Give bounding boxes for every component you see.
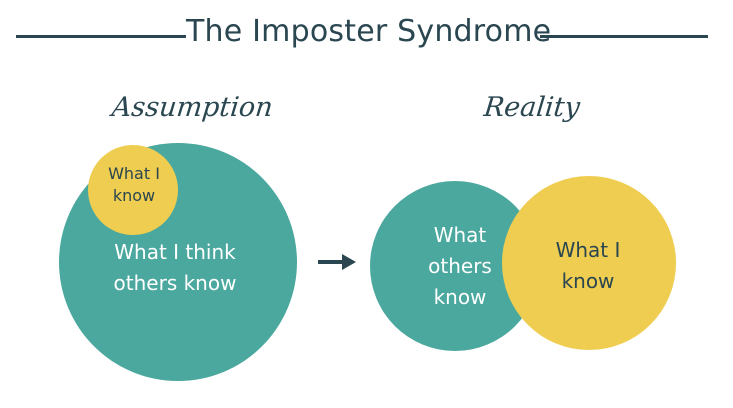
assumption-self-circle	[88, 145, 178, 235]
reality-label: Reality	[482, 92, 582, 123]
reality-others-line1: What	[433, 223, 487, 247]
assumption-self-line2: know	[112, 186, 156, 205]
title-rule-left	[16, 35, 186, 38]
title-row: The Imposter Syndrome	[0, 10, 733, 60]
assumption-others-text: What I think others know	[100, 237, 250, 299]
reality-others-text: What others know	[405, 220, 515, 313]
assumption-self-line1: What I	[108, 164, 160, 183]
title-rule-right	[540, 35, 708, 38]
assumption-label: Assumption	[110, 92, 275, 123]
assumption-others-line2: others know	[113, 271, 237, 295]
assumption-others-line1: What I think	[114, 240, 236, 264]
reality-others-line2: others	[428, 254, 492, 278]
right-arrow-icon	[318, 254, 356, 270]
reality-self-circle	[502, 176, 676, 350]
reality-self-text: What I know	[525, 235, 651, 297]
diagram-title: The Imposter Syndrome	[186, 14, 552, 49]
reality-self-line1: What I	[555, 238, 621, 262]
assumption-self-text: What I know	[92, 163, 176, 207]
reality-self-line2: know	[561, 269, 615, 293]
reality-others-line3: know	[433, 285, 487, 309]
